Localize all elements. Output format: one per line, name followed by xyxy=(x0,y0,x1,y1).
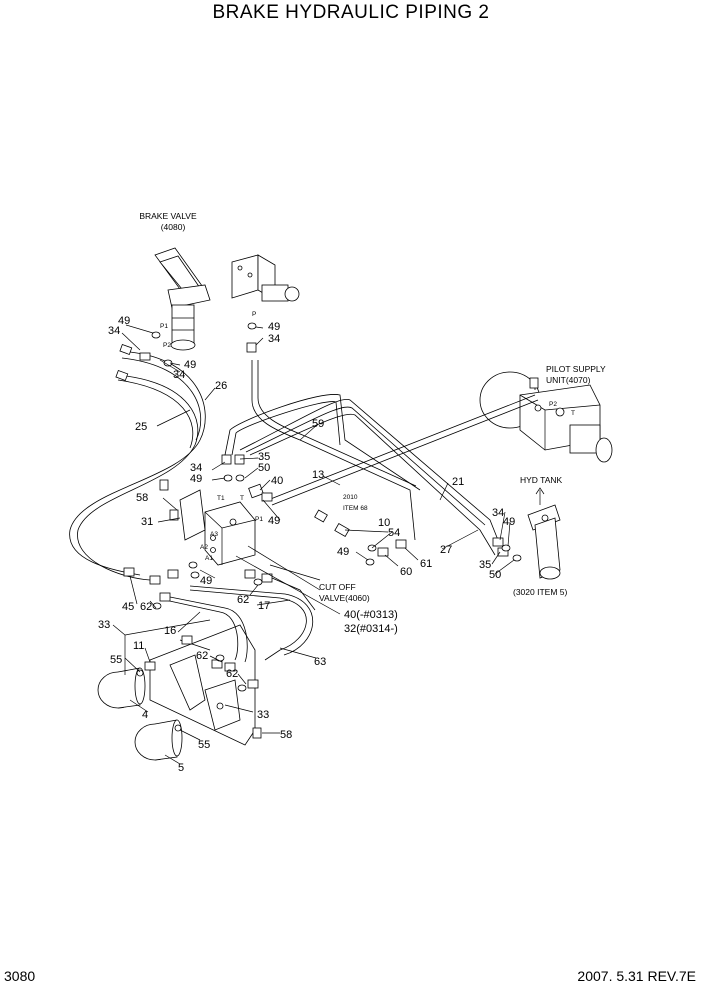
port-a1: A1 xyxy=(205,555,213,562)
part-21: 21 xyxy=(452,476,464,488)
part-27: 27 xyxy=(440,544,452,556)
part-63: 63 xyxy=(314,656,326,668)
part-60: 60 xyxy=(400,566,412,578)
bracket-31 xyxy=(179,489,206,541)
part-34: 34 xyxy=(492,507,504,519)
leader-lines xyxy=(112,324,515,765)
part-50: 50 xyxy=(489,569,501,581)
pilot-valve-top xyxy=(231,254,300,302)
port-a3: A3 xyxy=(210,531,218,538)
brake-valve xyxy=(154,247,211,351)
port-p1-block: P1 xyxy=(255,516,263,523)
accumulator-4 xyxy=(97,667,146,709)
item-2010-label: 2010 xyxy=(343,494,358,501)
pilot-supply-unit xyxy=(479,371,613,463)
part-49: 49 xyxy=(184,359,196,371)
part-55: 55 xyxy=(198,739,210,751)
port-p2-pilot: P2 xyxy=(549,401,557,408)
part-62: 62 xyxy=(226,668,238,680)
part-17: 17 xyxy=(258,600,270,612)
port-t-pilot: T xyxy=(571,410,575,417)
part-33: 33 xyxy=(257,709,269,721)
page-number: 3080 xyxy=(4,968,36,984)
part-49: 49 xyxy=(268,515,280,527)
brake-valve-ref: (4080) xyxy=(161,222,186,232)
part-59: 59 xyxy=(312,418,324,430)
part-4: 4 xyxy=(142,709,148,721)
part-10: 10 xyxy=(378,517,390,529)
part-35: 35 xyxy=(479,559,491,571)
part-13: 13 xyxy=(312,469,324,481)
part-40: 40 xyxy=(271,475,283,487)
part-34: 34 xyxy=(268,333,280,345)
part-49: 49 xyxy=(200,575,212,587)
hyd-tank-ref: (3020 ITEM 5) xyxy=(513,587,567,597)
part-11: 11 xyxy=(133,640,144,652)
part-34: 34 xyxy=(190,462,202,474)
part-62: 62 xyxy=(140,601,152,613)
serial-40-label: 40(-#0313) xyxy=(344,609,398,621)
part-34: 34 xyxy=(108,325,120,337)
serial-32-label: 32(#0314-) xyxy=(344,623,398,635)
port-t: T xyxy=(240,495,244,502)
part-49: 49 xyxy=(503,516,515,528)
pilot-supply-label: PILOT SUPPLY xyxy=(546,364,606,374)
port-t1: T1 xyxy=(217,495,225,502)
part-62: 62 xyxy=(237,594,249,606)
part-5: 5 xyxy=(178,762,184,774)
part-35: 35 xyxy=(258,451,270,463)
part-33: 33 xyxy=(98,619,110,631)
revision-date: 2007. 5.31 REV.7E xyxy=(577,968,696,984)
part-49: 49 xyxy=(190,473,202,485)
cut-off-ref: VALVE(4060) xyxy=(319,593,370,603)
accumulator-5 xyxy=(134,719,183,761)
part-45: 45 xyxy=(122,601,134,613)
part-58: 58 xyxy=(136,492,148,504)
part-49: 49 xyxy=(337,546,349,558)
part-34: 34 xyxy=(173,369,185,381)
o-rings xyxy=(136,322,522,732)
part-16: 16 xyxy=(164,625,176,637)
item-68-label: ITEM 68 xyxy=(343,505,368,512)
pilot-supply-ref: UNIT(4070) xyxy=(546,375,591,385)
port-a2: A2 xyxy=(200,544,208,551)
part-49: 49 xyxy=(118,315,130,327)
manifold-block xyxy=(204,501,256,566)
brake-valve-label: BRAKE VALVE xyxy=(139,211,197,221)
hyd-tank-label: HYD TANK xyxy=(520,475,563,485)
port-p2: P2 xyxy=(163,342,171,349)
part-62: 62 xyxy=(196,650,208,662)
part-25: 25 xyxy=(135,421,147,433)
hyd-tank-fitting xyxy=(527,487,561,580)
part-31: 31 xyxy=(141,516,153,528)
piping xyxy=(69,351,539,663)
page-title: BRAKE HYDRAULIC PIPING 2 xyxy=(212,2,490,23)
cut-off-label: CUT OFF xyxy=(319,582,356,592)
part-49: 49 xyxy=(268,321,280,333)
part-50: 50 xyxy=(258,462,270,474)
port-p1: P1 xyxy=(160,323,168,330)
part-55: 55 xyxy=(110,654,122,666)
part-26: 26 xyxy=(215,380,227,392)
part-61: 61 xyxy=(420,558,432,570)
part-58: 58 xyxy=(280,729,292,741)
port-p: P xyxy=(252,311,256,318)
part-54: 54 xyxy=(388,527,400,539)
